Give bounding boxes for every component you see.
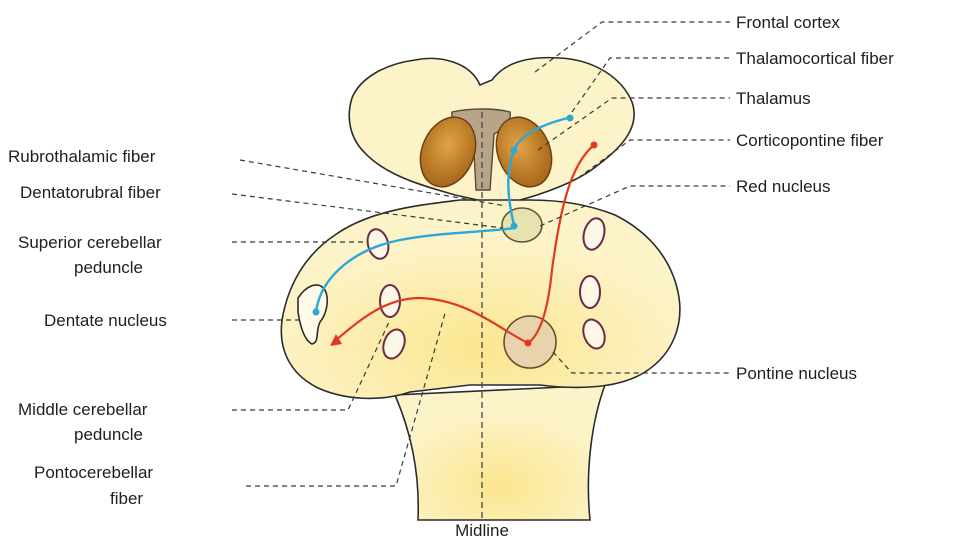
label-dentate-nucleus: Dentate nucleus: [44, 311, 167, 330]
dentate-dot: [313, 309, 320, 316]
label-red-nucleus: Red nucleus: [736, 177, 831, 196]
right-middle-cerebellar-peduncle: [580, 276, 600, 308]
label-midline: Midline: [455, 521, 509, 540]
label-frontal-cortex: Frontal cortex: [736, 13, 840, 32]
label-pontocerebellar-fiber-line2: fiber: [110, 489, 143, 508]
thalamus-dot: [511, 147, 518, 154]
label-middle-cerebellar-peduncle-line1: Middle cerebellar: [18, 400, 148, 419]
cortex-dot: [567, 115, 574, 122]
label-superior-cerebellar-peduncle-line2: peduncle: [74, 258, 143, 277]
corticopontine-origin-dot: [591, 142, 598, 149]
label-superior-cerebellar-peduncle-line1: Superior cerebellar: [18, 233, 162, 252]
label-pontocerebellar-fiber-line1: Pontocerebellar: [34, 463, 153, 482]
label-thalamocortical-fiber: Thalamocortical fiber: [736, 49, 894, 68]
label-dentatorubral-fiber: Dentatorubral fiber: [20, 183, 161, 202]
red-nucleus: [502, 208, 542, 242]
label-pontine-nucleus: Pontine nucleus: [736, 364, 857, 383]
label-thalamus: Thalamus: [736, 89, 811, 108]
label-middle-cerebellar-peduncle-line2: peduncle: [74, 425, 143, 444]
cerebellum: [281, 200, 680, 398]
red-nucleus-dot: [511, 223, 518, 230]
label-rubrothalamic-fiber: Rubrothalamic fiber: [8, 147, 156, 166]
brainstem: [395, 385, 605, 520]
label-corticopontine-fiber: Corticopontine fiber: [736, 131, 884, 150]
